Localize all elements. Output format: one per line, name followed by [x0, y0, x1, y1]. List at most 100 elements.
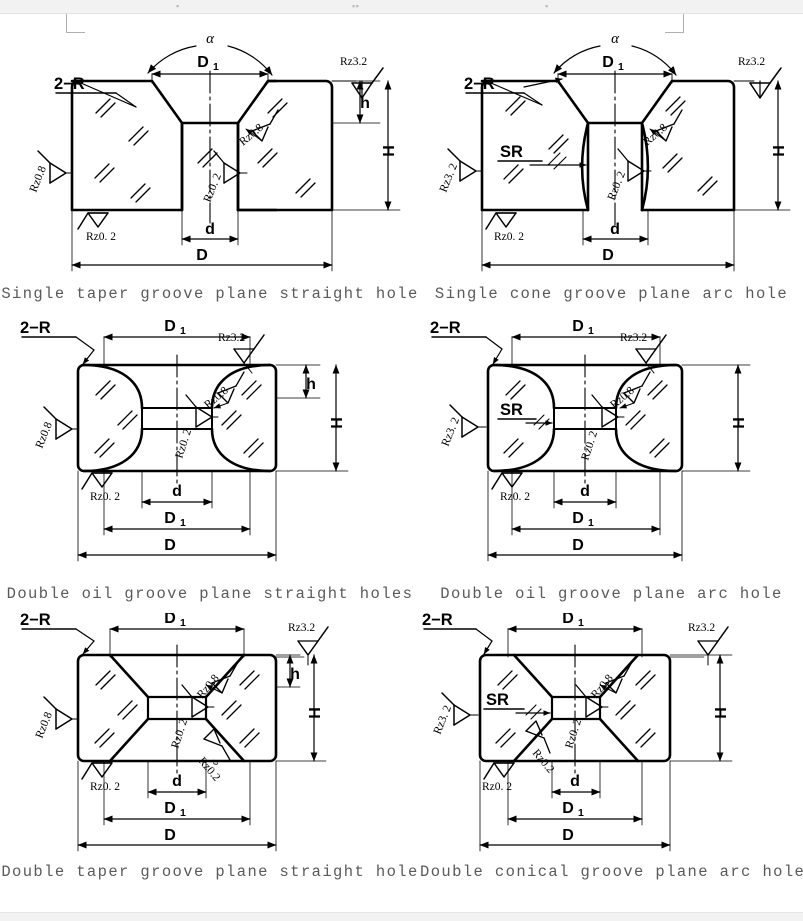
label-D1-top-sub: 1 — [578, 617, 584, 629]
drawing-double-conical-groove-plane-arc-hole: D 1 2−R Rz3.2 Rz3. 2 Rz0. 2 SR Rz0.8 Rz0… — [422, 613, 733, 852]
rz32-symbol-left — [449, 404, 487, 438]
two-r-leader — [73, 79, 137, 108]
groove-arc-tr — [210, 363, 272, 410]
label-rz32-top: Rz3.2 — [620, 332, 647, 344]
rz32-symbol-top — [233, 334, 265, 374]
caption-figure-5: Double taper groove plane straight hole — [1, 863, 419, 881]
label-rz32-top: Rz3.2 — [218, 332, 245, 344]
label-rz08-left: Rz0.8 — [34, 420, 55, 450]
label-d: d — [610, 221, 620, 238]
label-alpha: α — [206, 31, 215, 47]
label-rz08-chamfer: Rz0.8 — [195, 672, 222, 701]
groove-arc-br — [210, 427, 272, 473]
label-D1-top-sub: 1 — [618, 61, 624, 73]
rz02-symbol-bore — [213, 150, 248, 184]
label-rz02-bottom: Rz0. 2 — [90, 491, 120, 503]
section-hatching — [94, 670, 260, 748]
rz02-symbol-bore — [591, 394, 625, 428]
rz32-symbol-top — [331, 67, 384, 99]
body-outer-rect — [478, 653, 672, 763]
body-outline-right — [640, 79, 736, 212]
figure-single-cone-groove-plane-arc-hole[interactable]: α D 1 2−R Rz3.2 Rz3. 2 Rz0. 2 SR Rz0.8 R… — [420, 13, 803, 313]
label-D1-top: D — [562, 613, 574, 627]
section-hatching — [503, 380, 670, 458]
rz08-symbol-left — [43, 406, 79, 440]
label-D: D — [164, 827, 176, 844]
rz32-symbol-top — [275, 626, 329, 666]
label-D1-top-sub: 1 — [588, 325, 594, 337]
label-H: H — [731, 417, 748, 429]
bore-arc-right — [640, 121, 650, 212]
label-d: d — [172, 483, 182, 500]
rz02-symbol-bore — [185, 394, 219, 428]
section-hatching — [495, 670, 656, 748]
label-rz02-bore: Rz0. 2 — [579, 429, 600, 462]
label-D1-bottom-sub: 1 — [180, 517, 186, 529]
label-alpha: α — [611, 31, 620, 47]
label-d: d — [205, 221, 215, 238]
caption-figure-6: Double conical groove plane arc hole — [420, 863, 803, 881]
figure-double-oil-groove-plane-arc-hole[interactable]: D 1 2−R Rz3.2 Rz3. 2 Rz0. 2 SR Rz0.8 Rz0… — [420, 313, 803, 613]
label-alpha-small: α — [210, 759, 221, 765]
figure-double-taper-groove-plane-straight-hole[interactable]: D 1 2−R Rz3.2 Rz0.8 Rz0. 2 Rz0.8 Rz0. 2 … — [0, 613, 420, 913]
body-outline-right — [236, 79, 334, 212]
rz02-symbol-lower-chamfer — [203, 728, 231, 761]
two-r-leader — [82, 349, 95, 365]
label-H: H — [713, 707, 730, 719]
two-r-leader — [483, 640, 493, 655]
rz08-symbol-chamfer — [599, 661, 633, 694]
ruler-tick-center: ▪▪ — [352, 1, 360, 11]
label-rz32-left: Rz3. 2 — [438, 162, 460, 195]
caption-figure-2: Single cone groove plane arc hole — [434, 285, 789, 303]
rz02-symbol-bore — [575, 684, 609, 718]
label-d: d — [570, 773, 580, 790]
figure-double-oil-groove-plane-straight-holes[interactable]: D 1 2−R Rz3.2 Rz0.8 Rz0. 2 Rz0.8 Rz0. 2 … — [0, 313, 420, 613]
rz08-symbol-chamfer — [245, 109, 279, 142]
rz32-symbol-top — [635, 334, 667, 374]
section-hatching — [503, 96, 718, 196]
label-SR: SR — [486, 691, 509, 709]
rz32-symbol-top — [733, 67, 782, 99]
label-rz32-top: Rz3.2 — [738, 56, 765, 68]
rz02-symbol-bottom — [81, 762, 113, 780]
engineering-drawing-sheet: α D 1 2−R Rz3.2 Rz0.8 Rz0. 2 Rz0.8 Rz0. … — [0, 13, 803, 913]
groove-arc-tl — [492, 363, 556, 410]
groove-arc-br — [614, 427, 678, 473]
figure-single-taper-groove-plane-straight-hole[interactable]: α D 1 2−R Rz3.2 Rz0.8 Rz0. 2 Rz0.8 Rz0. … — [0, 13, 420, 313]
alpha-arc-right — [227, 45, 273, 76]
rz02-symbol-bore — [181, 684, 215, 718]
rz08-symbol-chamfer — [205, 661, 239, 694]
groove-arc-bl — [82, 427, 144, 473]
label-rz02-bore: Rz0. 2 — [563, 717, 584, 750]
label-rz32-top: Rz3.2 — [688, 622, 715, 634]
label-rz08-chamfer: Rz0.8 — [641, 121, 670, 148]
label-SR: SR — [500, 401, 523, 419]
section-hatching — [94, 98, 316, 203]
label-2R: 2−R — [422, 613, 453, 629]
figure-double-conical-groove-plane-arc-hole[interactable]: D 1 2−R Rz3.2 Rz3. 2 Rz0. 2 SR Rz0.8 Rz0… — [420, 613, 803, 913]
label-h: h — [306, 376, 316, 393]
label-2R: 2−R — [20, 613, 51, 629]
label-rz08-left: Rz0.8 — [34, 710, 55, 740]
label-rz02-bottom: Rz0. 2 — [494, 231, 524, 243]
drawing-double-taper-groove-plane-straight-hole: D 1 2−R Rz3.2 Rz0.8 Rz0. 2 Rz0.8 Rz0. 2 … — [20, 613, 329, 852]
label-rz08-chamfer: Rz0.8 — [589, 672, 616, 701]
label-D1-bottom: D — [164, 800, 176, 817]
label-H: H — [307, 707, 324, 719]
document-ruler[interactable]: ▪ ▪▪ ▪ — [0, 0, 803, 14]
label-rz02-lower: Rz0.2 — [196, 755, 223, 784]
alpha-arc-right — [631, 45, 677, 76]
taper-tl — [512, 653, 554, 699]
rz02-symbol-bottom — [491, 472, 523, 490]
two-r-leader-b — [523, 77, 563, 88]
label-D1-top: D — [164, 318, 176, 335]
label-rz32-left: Rz3. 2 — [432, 704, 454, 737]
label-D: D — [572, 537, 584, 554]
label-D1-top: D — [572, 318, 584, 335]
rz02-symbol-bottom — [77, 212, 109, 230]
section-hatching — [94, 380, 264, 458]
rz08-symbol-chamfer — [213, 371, 245, 409]
label-D: D — [196, 247, 208, 264]
two-r-leader — [82, 640, 95, 655]
label-rz32-top: Rz3.2 — [288, 622, 315, 634]
